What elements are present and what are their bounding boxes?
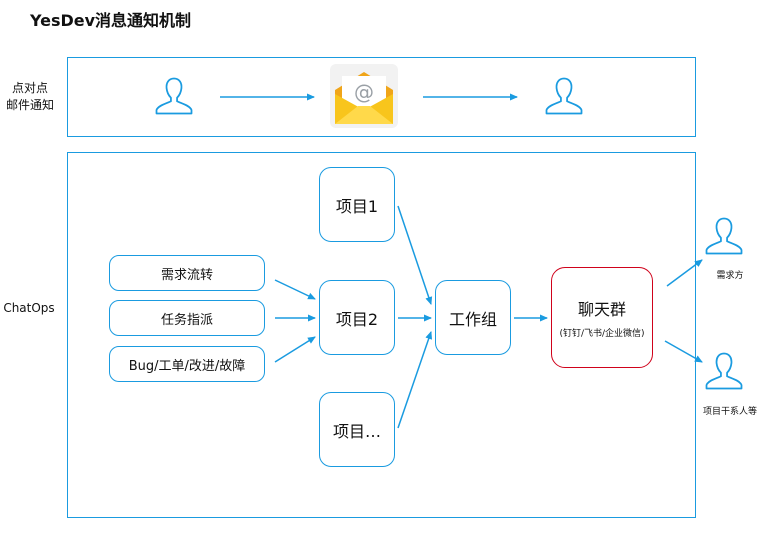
diagram-title: YesDev消息通知机制 bbox=[30, 11, 192, 30]
chatops-label: ChatOps bbox=[3, 301, 55, 315]
recipient-requester-label: 需求方 bbox=[716, 271, 744, 281]
arrow-projectmore-to-workgroup bbox=[397, 331, 433, 429]
receiver-person-icon bbox=[545, 77, 583, 115]
source-task-assignment: 任务指派 bbox=[109, 300, 265, 336]
sender-person-icon bbox=[155, 77, 193, 115]
p2p-section bbox=[67, 57, 696, 137]
p2p-label-line1: 点对点 bbox=[11, 81, 48, 95]
chat-group-box: 聊天群 (钉钉/飞书/企业微信) bbox=[551, 267, 653, 368]
recipient-stakeholders-label: 项目干系人等 bbox=[702, 407, 757, 417]
chatops-section bbox=[67, 152, 696, 518]
project-2: 项目2 bbox=[319, 280, 395, 355]
svg-text:@: @ bbox=[354, 80, 374, 104]
arrow-chat-to-requester bbox=[666, 259, 703, 287]
stakeholder-person-icon bbox=[705, 352, 743, 390]
project-more: 项目… bbox=[319, 392, 395, 467]
arrow-source3-to-project2 bbox=[274, 336, 316, 363]
envelope-icon: @ bbox=[330, 64, 398, 128]
p2p-label: 点对点 邮件通知 bbox=[0, 80, 60, 114]
source-bug-ticket: Bug/工单/改进/故障 bbox=[109, 346, 265, 382]
chat-group-subtitle: (钉钉/飞书/企业微信) bbox=[559, 329, 645, 339]
workgroup-box: 工作组 bbox=[435, 280, 511, 355]
requester-person-icon bbox=[705, 217, 743, 255]
project-1: 项目1 bbox=[319, 167, 395, 242]
chat-group-title: 聊天群 bbox=[577, 300, 626, 319]
source-requirement-flow: 需求流转 bbox=[109, 255, 265, 291]
p2p-label-line2: 邮件通知 bbox=[5, 98, 54, 112]
arrow-source1-to-project2 bbox=[274, 279, 316, 300]
arrow-project1-to-workgroup bbox=[397, 205, 433, 305]
arrow-chat-to-stakeholders bbox=[664, 340, 703, 363]
